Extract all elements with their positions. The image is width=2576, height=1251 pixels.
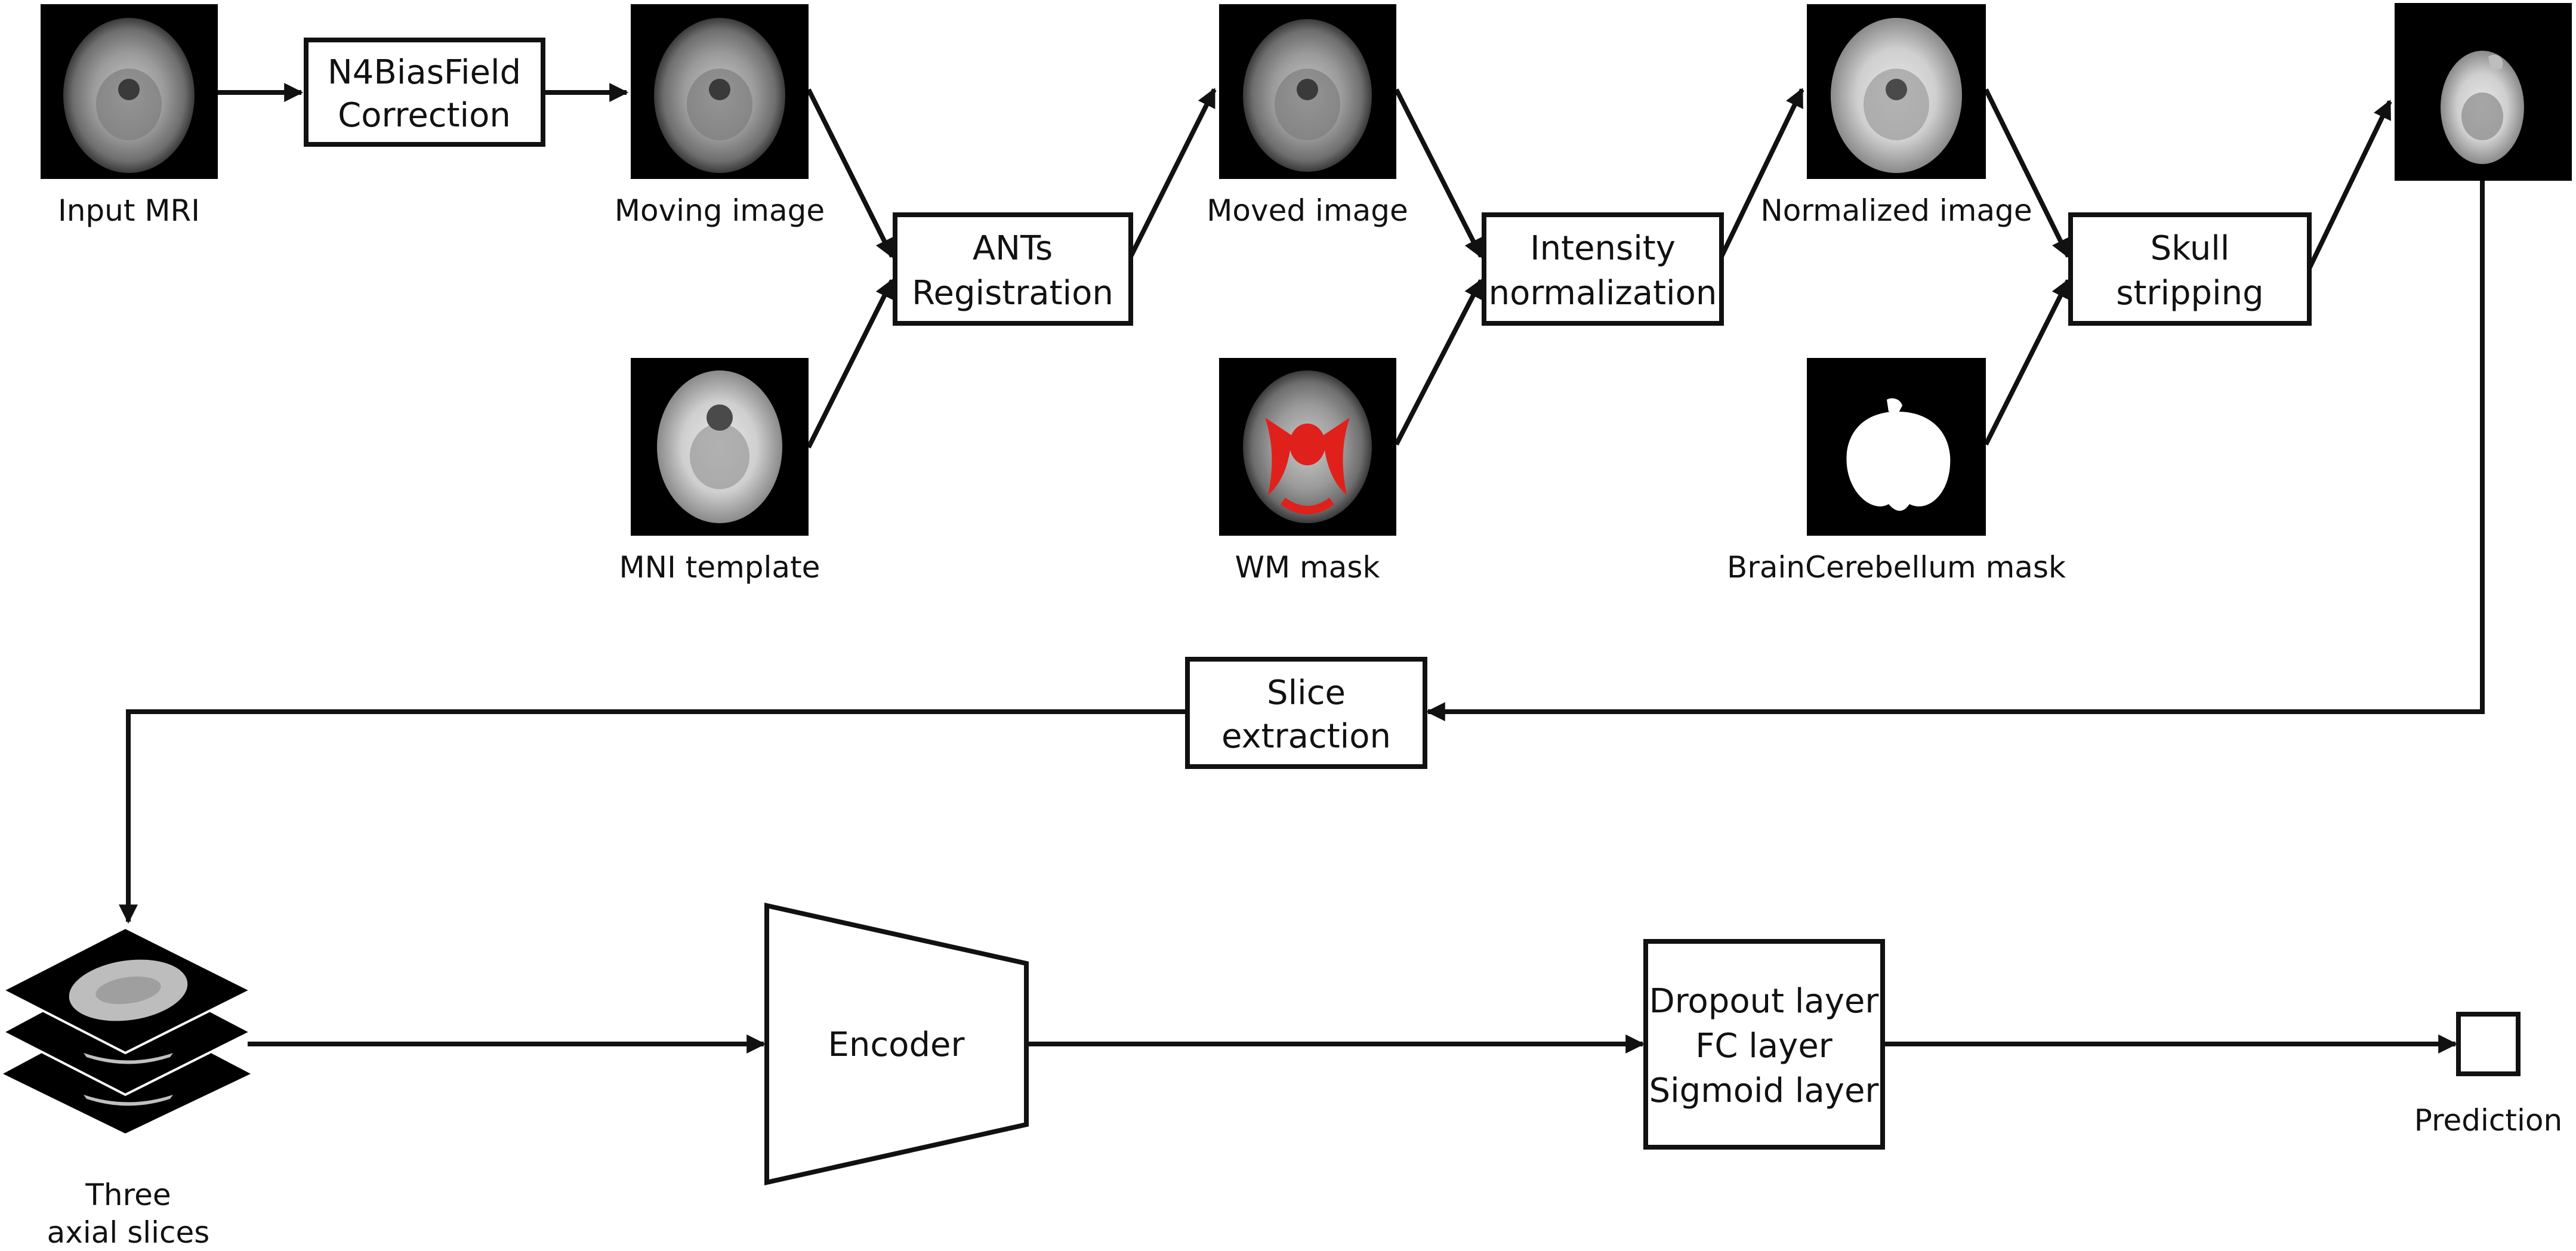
ants-line2: Registration <box>912 274 1113 313</box>
normalized-image-label: Normalized image <box>1760 193 2032 228</box>
encoder-block: Encoder <box>764 903 1029 1185</box>
mni-template-image <box>631 358 809 536</box>
intensity-line1: Intensity <box>1530 229 1676 268</box>
connectors <box>119 83 2485 1054</box>
encoder-label: Encoder <box>828 1025 965 1064</box>
ants-line1: ANTs <box>973 229 1053 268</box>
braincerebellum-mask-label: BrainCerebellum mask <box>1727 550 2066 585</box>
ants-registration-box: ANTs Registration <box>893 212 1133 326</box>
arrow-bcmask-to-skull <box>1983 279 2071 446</box>
intensity-normalization-box: Intensity normalization <box>1482 212 1724 326</box>
skull-stripping-box: Skull stripping <box>2068 212 2312 326</box>
moved-image-label: Moved image <box>1207 193 1408 228</box>
prediction-node <box>2456 1012 2521 1076</box>
arrow-moving-to-ants <box>806 88 894 258</box>
skull-line1: Skull <box>2151 229 2230 268</box>
n4bias-line1: N4BiasField <box>328 53 521 92</box>
moving-image-label: Moving image <box>615 193 825 228</box>
axial-slices-stack <box>0 926 254 1133</box>
arrow-skull-to-stripped <box>2307 100 2392 270</box>
slice-extraction-box: Slice extraction <box>1185 657 1427 769</box>
arrow-normalized-to-skull <box>1983 88 2071 258</box>
input-mri-image <box>41 4 218 179</box>
arrow-slice-to-slices <box>119 709 1187 924</box>
head-line2: FC layer <box>1695 1027 1833 1065</box>
n4bias-line2: Correction <box>338 96 511 135</box>
wm-mask-label: WM mask <box>1235 550 1380 585</box>
normalized-image <box>1807 4 1986 179</box>
arrow-moved-to-intensity <box>1394 88 1483 258</box>
braincerebellum-mask-image <box>1807 358 1986 536</box>
slice-line2: extraction <box>1221 717 1391 756</box>
axial-slices-label-line1: Three <box>85 1178 171 1212</box>
n4bias-box: N4BiasField Correction <box>304 38 545 147</box>
arrow-wm-to-intensity <box>1394 279 1483 446</box>
arrow-intensity-to-normalized <box>1719 88 1804 258</box>
head-line3: Sigmoid layer <box>1649 1071 1880 1110</box>
skull-stripped-image <box>2395 3 2572 181</box>
moved-image <box>1219 4 1396 179</box>
slice-line1: Slice <box>1267 674 1346 712</box>
axial-slices-label-line2: axial slices <box>47 1215 210 1250</box>
prediction-label: Prediction <box>2414 1103 2562 1138</box>
mni-template-label: MNI template <box>619 550 820 585</box>
input-mri-label: Input MRI <box>58 193 200 228</box>
skull-line2: stripping <box>2116 274 2263 313</box>
wm-mask-image <box>1219 358 1396 536</box>
arrow-mni-to-ants <box>806 279 894 449</box>
intensity-line2: normalization <box>1489 274 1717 313</box>
arrow-stripped-to-slice <box>1426 179 2485 721</box>
classifier-head-box: Dropout layer FC layer Sigmoid layer <box>1643 939 1885 1150</box>
arrow-ants-to-moved <box>1128 88 1217 258</box>
moving-image <box>631 4 809 179</box>
head-line1: Dropout layer <box>1649 982 1880 1021</box>
